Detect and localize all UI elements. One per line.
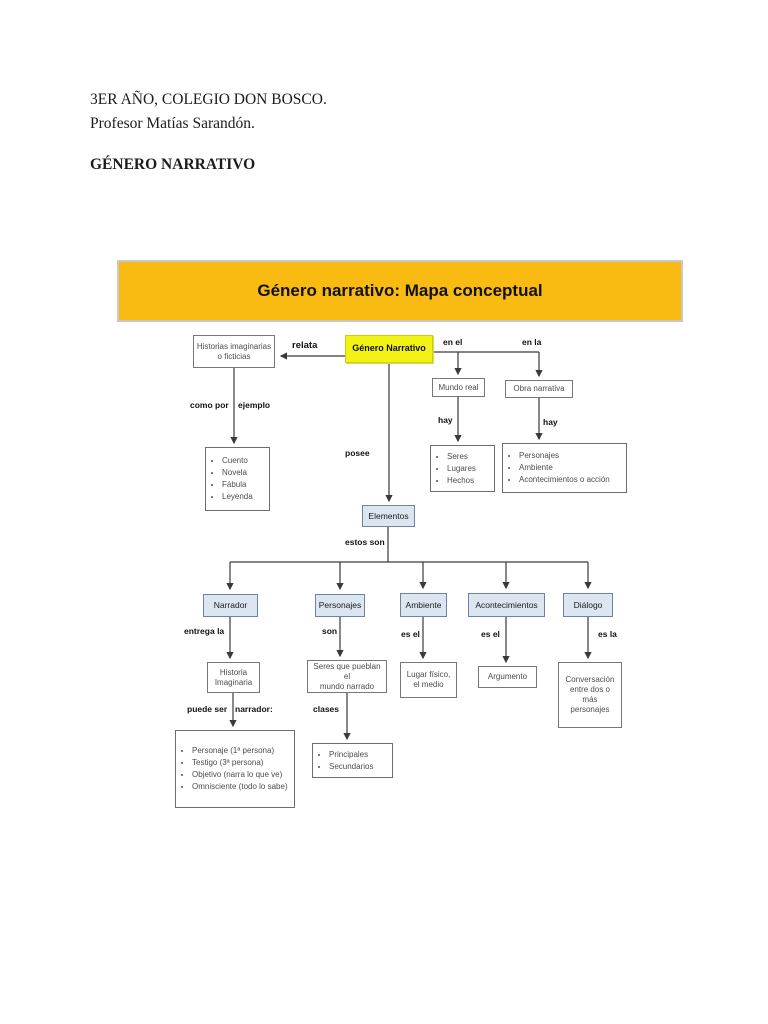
label-ejemplo: ejemplo [238,400,271,410]
list-item: Cuento [222,455,253,467]
list-item: Personajes [519,450,610,462]
label-hay-1: hay [438,415,453,425]
document-line-school: 3ER AÑO, COLEGIO DON BOSCO. [90,91,327,108]
list-item: Principales [329,749,373,761]
document-line-professor: Profesor Matías Sarandón. [90,115,255,132]
node-elementos: Elementos [362,505,415,527]
document-heading: GÉNERO NARRATIVO [90,156,256,173]
node-acontecimientos: Acontecimientos [468,593,545,617]
node-ambiente: Ambiente [400,593,447,617]
node-mundo-real: Mundo real [432,378,485,397]
list-item: Testigo (3ª persona) [192,757,288,769]
label-posee: posee [345,448,370,458]
node-genero-narrativo: Género Narrativo [345,335,433,363]
node-argumento: Argumento [478,666,537,688]
concept-map-image: Género narrativo: Mapa conceptual [115,256,686,836]
label-relata: relata [292,340,318,351]
label-en-la: en la [522,337,542,347]
node-narrador: Narrador [203,594,258,617]
node-lugar-fisico: Lugar físico, el medio [400,662,457,698]
label-clases: clases [313,704,339,714]
label-estos-son: estos son [345,537,385,547]
list-mundo-real-hay: Seres Lugares Hechos [430,445,495,492]
label-narrador: narrador: [235,704,273,714]
label-como-por: como por [190,400,229,410]
label-es-el-1: es el [401,629,420,639]
list-item: Acontecimientos o acción [519,474,610,486]
node-historias: Historias imaginarias o ficticias [193,335,275,368]
label-es-el-2: es el [481,629,500,639]
label-son: son [322,626,338,636]
list-item: Fábula [222,479,253,491]
list-item: Omnisciente (todo lo sabe) [192,781,288,793]
list-item: Secundarios [329,761,373,773]
label-en-el: en el [443,337,463,347]
label-es-la: es la [598,629,617,639]
label-entrega-la: entrega la [184,626,225,636]
list-tipos-narrador: Personaje (1ª persona) Testigo (3ª perso… [175,730,295,808]
node-dialogo: Diálogo [563,593,613,617]
list-item: Personaje (1ª persona) [192,745,288,757]
node-conversacion: Conversación entre dos o más personajes [558,662,622,728]
node-personajes: Personajes [315,594,365,617]
label-hay-2: hay [543,417,558,427]
map-title: Género narrativo: Mapa conceptual [257,281,543,300]
map-title-banner: Género narrativo: Mapa conceptual [117,260,683,322]
list-item: Lugares [447,463,476,475]
list-item: Seres [447,451,476,463]
node-obra-narrativa: Obra narrativa [505,380,573,398]
list-ejemplos: Cuento Novela Fábula Leyenda [205,447,270,511]
list-item: Hechos [447,475,476,487]
list-item: Ambiente [519,462,610,474]
node-seres-pueblan: Seres que pueblan el mundo narrado [307,660,387,693]
list-item: Novela [222,467,253,479]
list-clases-personajes: Principales Secundarios [312,743,393,778]
label-puede-ser: puede ser [187,704,228,714]
list-item: Leyenda [222,491,253,503]
list-obra-narrativa-hay: Personajes Ambiente Acontecimientos o ac… [502,443,627,493]
node-historia-imaginaria: Historia Imaginaria [207,662,260,693]
connector-lines [226,351,592,741]
list-item: Objetivo (narra lo que ve) [192,769,288,781]
